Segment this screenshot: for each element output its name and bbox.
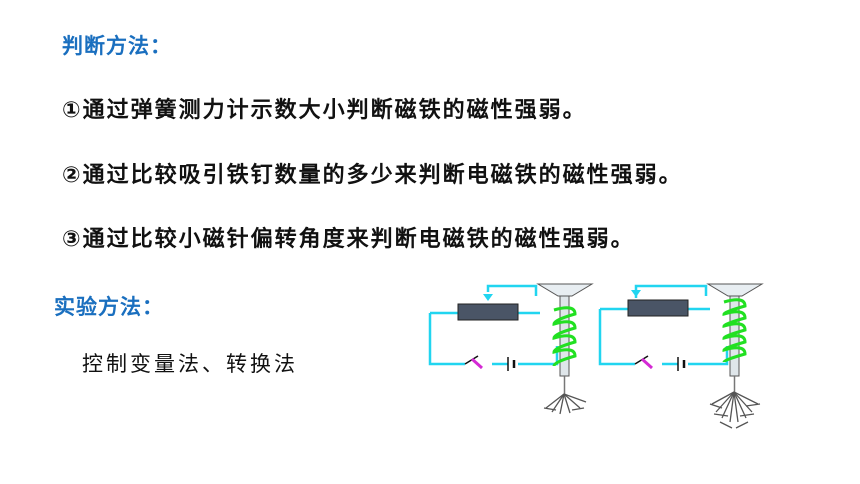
switch-contact bbox=[640, 357, 654, 370]
rheostat-slider bbox=[631, 290, 641, 297]
method-item-2: ②通过比较吸引铁钉数量的多少来判断电磁铁的磁性强弱。 bbox=[62, 163, 683, 188]
iron-nails-few bbox=[543, 393, 587, 415]
coil bbox=[552, 306, 577, 367]
experiment-method-text: 控制变量法、转换法 bbox=[82, 352, 298, 376]
iron-core-holder bbox=[536, 283, 594, 297]
rheostat bbox=[627, 299, 689, 317]
experiment-method-heading: 实验方法： bbox=[54, 295, 164, 319]
circuit-wires bbox=[598, 284, 729, 366]
rheostat-slider bbox=[483, 294, 493, 301]
rheostat bbox=[457, 303, 519, 321]
judge-method-heading: 判断方法： bbox=[62, 34, 172, 58]
circuit-wires bbox=[428, 284, 559, 366]
iron-nails-many bbox=[709, 391, 761, 429]
method-item-1: ①通过弹簧测力计示数大小判断磁铁的磁性强弱。 bbox=[62, 98, 587, 123]
iron-core-holder bbox=[706, 283, 764, 297]
electromagnet-circuit-figure-1 bbox=[428, 283, 594, 415]
coil bbox=[722, 298, 747, 363]
switch-contact bbox=[470, 357, 484, 370]
electromagnet-circuit-figure-2 bbox=[598, 283, 764, 429]
method-item-3: ③通过比较小磁针偏转角度来判断电磁铁的磁性强弱。 bbox=[62, 227, 635, 252]
